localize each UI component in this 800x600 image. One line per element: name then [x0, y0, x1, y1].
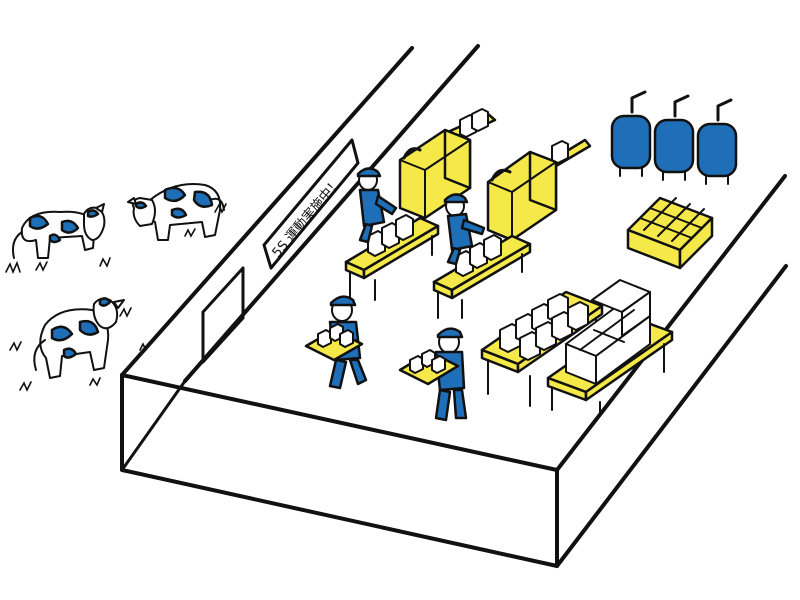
sign-text: 5S 運動実施中！: [269, 175, 345, 261]
conveyor-table-middle: [432, 234, 532, 319]
factory-building: [120, 44, 788, 568]
packing-table-bottles: [480, 290, 604, 407]
worker-carrying-tray-left: [304, 295, 368, 390]
cow-top-left: [12, 203, 106, 259]
milk-tanks: [610, 90, 738, 185]
bottling-machine-middle: [486, 138, 592, 242]
cow-top-right: [127, 183, 225, 241]
worker-at-middle-machine: [443, 193, 486, 266]
grass-tufts: [5, 203, 227, 392]
cow-bottom: [33, 297, 125, 379]
worker-carrying-tray-right: [398, 327, 468, 422]
factory-door: [201, 266, 245, 364]
worker-at-left-machine: [356, 167, 398, 244]
bottle-crate: [626, 196, 714, 270]
conveyor-table-left: [344, 214, 440, 301]
packing-table-boxes: [546, 279, 674, 413]
